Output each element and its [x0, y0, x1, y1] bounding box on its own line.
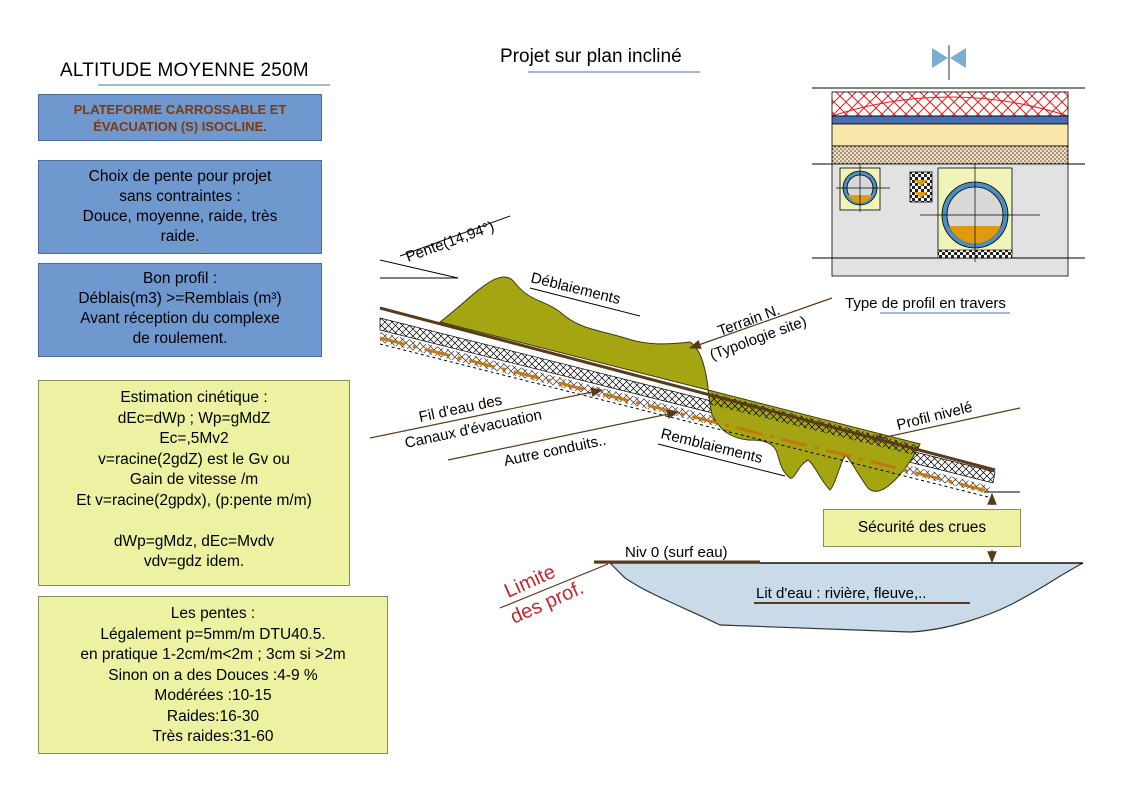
estimation-box: Estimation cinétique : dEc=dWp ; Wp=gMdZ…	[38, 380, 350, 586]
fil-eau-line	[379, 336, 993, 494]
subbase-layer	[831, 145, 1069, 165]
type-profil-label: Type de profil en travers	[845, 295, 1006, 312]
pente-leader	[399, 215, 511, 257]
bon-profil-box: Bon profil : Déblais(m3) >=Remblais (m³)…	[38, 263, 322, 357]
choix-pente-box: Choix de pente pour projet sans contrain…	[38, 160, 322, 254]
fil-eau-leader	[369, 387, 604, 439]
level-marker-icon-right	[950, 48, 966, 68]
autre-conduits-leader	[447, 409, 680, 461]
camber-curve	[831, 96, 1069, 117]
pentes-box: Les pentes : Légalement p=5mm/m DTU40.5.…	[38, 596, 388, 754]
altitude-title: ALTITUDE MOYENNE 250M	[60, 60, 309, 81]
binder-layer	[831, 115, 1069, 125]
profil-nivele-label: Profil nivelé	[895, 399, 974, 434]
lit-eau-label: Lit d'eau : rivière, fleuve,..	[756, 585, 926, 602]
pente-label: Pente(14,94°)	[404, 218, 497, 266]
deblaiements-underline	[529, 287, 641, 317]
base-layer	[831, 123, 1069, 147]
remblaiements-underline	[657, 443, 786, 477]
water-body	[608, 562, 1084, 633]
diagram-title: Projet sur plan incliné	[500, 46, 682, 67]
cross-section: Type de profil en travers	[812, 45, 1085, 314]
niv0-label: Niv 0 (surf eau)	[625, 544, 728, 561]
plateforme-box: PLATEFORME CARROSSABLE ET ÉVACUATION (S)…	[38, 94, 322, 141]
profil-nivele-line	[379, 306, 996, 472]
conduit-marker-1	[914, 180, 928, 186]
profil-nivele-leader	[870, 407, 1021, 443]
surface-layer	[831, 91, 1069, 117]
limite-leader	[499, 563, 609, 609]
pente-angle-h	[379, 259, 459, 279]
terrain-leader	[688, 297, 833, 349]
level-marker-icon	[932, 48, 948, 68]
conduit-marker-2	[914, 192, 928, 198]
securite-box: Sécurité des crues	[823, 509, 1021, 547]
conduit-box	[909, 171, 933, 203]
